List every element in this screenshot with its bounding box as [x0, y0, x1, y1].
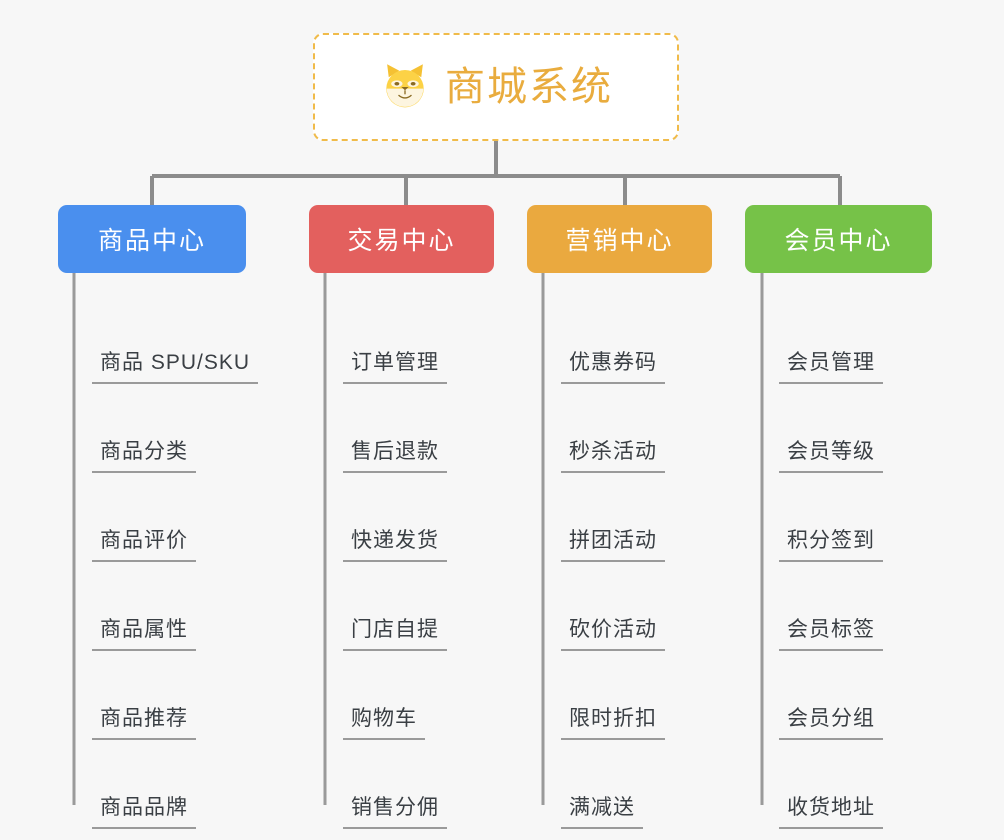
- list-item[interactable]: 秒杀活动: [527, 384, 712, 473]
- leaf-label: 限时折扣: [561, 702, 665, 740]
- list-item[interactable]: 会员分组: [745, 651, 932, 740]
- leaf-label: 商品评价: [92, 524, 196, 562]
- list-item[interactable]: 商品评价: [58, 473, 246, 562]
- list-item[interactable]: 砍价活动: [527, 562, 712, 651]
- list-item[interactable]: 商品分类: [58, 384, 246, 473]
- column-member-center: 会员中心 会员管理 会员等级 积分签到 会员标签 会员分组 收货地址: [745, 205, 932, 829]
- list-item[interactable]: 优惠券码: [527, 295, 712, 384]
- leaf-list-trade-center: 订单管理 售后退款 快递发货 门店自提 购物车 销售分佣: [309, 295, 494, 829]
- leaf-label: 销售分佣: [343, 791, 447, 829]
- list-item[interactable]: 商品推荐: [58, 651, 246, 740]
- category-label: 交易中心: [347, 227, 456, 255]
- list-item[interactable]: 购物车: [309, 651, 494, 740]
- list-item[interactable]: 积分签到: [745, 473, 932, 562]
- category-label: 商品中心: [97, 227, 206, 255]
- leaf-label: 优惠券码: [561, 346, 665, 384]
- category-header-member-center[interactable]: 会员中心: [745, 205, 932, 273]
- list-item[interactable]: 快递发货: [309, 473, 494, 562]
- leaf-label: 售后退款: [343, 435, 447, 473]
- leaf-label: 会员管理: [779, 346, 883, 384]
- shiba-dog-face-icon: [386, 64, 424, 108]
- leaf-label: 商品品牌: [92, 791, 196, 829]
- root-node[interactable]: 商城系统: [313, 33, 679, 141]
- list-item[interactable]: 会员标签: [745, 562, 932, 651]
- leaf-label: 会员分组: [779, 702, 883, 740]
- leaf-list-member-center: 会员管理 会员等级 积分签到 会员标签 会员分组 收货地址: [745, 295, 932, 829]
- list-item[interactable]: 会员等级: [745, 384, 932, 473]
- list-item[interactable]: 售后退款: [309, 384, 494, 473]
- leaf-label: 拼团活动: [561, 524, 665, 562]
- column-marketing-center: 营销中心 优惠券码 秒杀活动 拼团活动 砍价活动 限时折扣 满减送: [527, 205, 712, 829]
- list-item[interactable]: 拼团活动: [527, 473, 712, 562]
- root-title: 商城系统: [445, 65, 613, 109]
- leaf-label: 快递发货: [343, 524, 447, 562]
- leaf-list-marketing-center: 优惠券码 秒杀活动 拼团活动 砍价活动 限时折扣 满减送: [527, 295, 712, 829]
- list-item[interactable]: 商品品牌: [58, 740, 246, 829]
- category-label: 营销中心: [565, 227, 674, 255]
- leaf-list-product-center: 商品 SPU/SKU 商品分类 商品评价 商品属性 商品推荐 商品品牌: [58, 295, 259, 829]
- leaf-label: 砍价活动: [561, 613, 665, 651]
- leaf-label: 商品属性: [92, 613, 196, 651]
- category-header-product-center[interactable]: 商品中心: [58, 205, 246, 273]
- category-header-marketing-center[interactable]: 营销中心: [527, 205, 712, 273]
- leaf-label: 收货地址: [779, 791, 883, 829]
- category-label: 会员中心: [784, 227, 893, 255]
- leaf-label: 秒杀活动: [561, 435, 665, 473]
- leaf-label: 会员标签: [779, 613, 883, 651]
- leaf-label: 满减送: [561, 791, 643, 829]
- list-item[interactable]: 商品 SPU/SKU: [58, 295, 259, 384]
- list-item[interactable]: 销售分佣: [309, 740, 494, 829]
- leaf-label: 商品 SPU/SKU: [92, 346, 259, 384]
- leaf-label: 订单管理: [343, 346, 447, 384]
- list-item[interactable]: 门店自提: [309, 562, 494, 651]
- leaf-label: 会员等级: [779, 435, 883, 473]
- list-item[interactable]: 商品属性: [58, 562, 246, 651]
- leaf-label: 门店自提: [343, 613, 447, 651]
- leaf-label: 购物车: [343, 702, 425, 740]
- leaf-label: 商品分类: [92, 435, 196, 473]
- list-item[interactable]: 满减送: [527, 740, 712, 829]
- column-trade-center: 交易中心 订单管理 售后退款 快递发货 门店自提 购物车 销售分佣: [309, 205, 494, 829]
- list-item[interactable]: 限时折扣: [527, 651, 712, 740]
- list-item[interactable]: 会员管理: [745, 295, 932, 384]
- leaf-label: 商品推荐: [92, 702, 196, 740]
- list-item[interactable]: 订单管理: [309, 295, 494, 384]
- leaf-label: 积分签到: [779, 524, 883, 562]
- column-product-center: 商品中心 商品 SPU/SKU 商品分类 商品评价 商品属性 商品推荐 商品品牌: [58, 205, 259, 829]
- category-header-trade-center[interactable]: 交易中心: [309, 205, 494, 273]
- list-item[interactable]: 收货地址: [745, 740, 932, 829]
